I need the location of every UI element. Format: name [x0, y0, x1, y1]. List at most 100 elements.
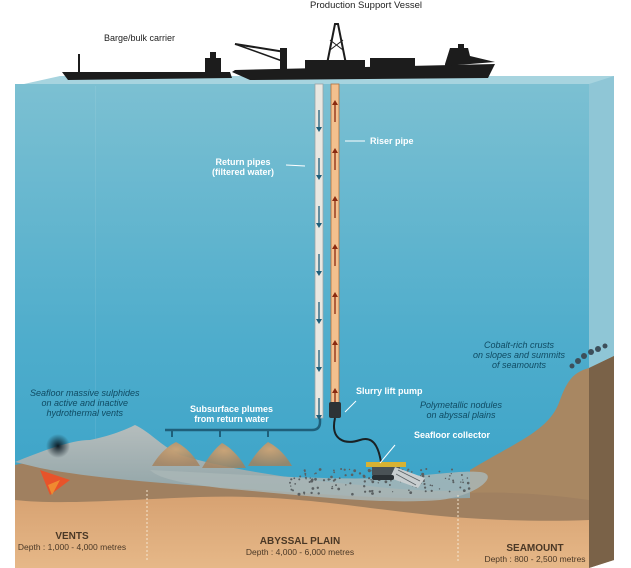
nodule	[420, 469, 423, 472]
up-arrow-head	[332, 196, 338, 201]
nodule	[348, 468, 351, 471]
sulphides-label: Seafloor massive sulphides on active and…	[30, 388, 140, 418]
nodule	[377, 482, 379, 484]
up-arrow-head	[332, 244, 338, 249]
zone-abyssal-depth: Depth : 4,000 - 6,000 metres	[245, 547, 355, 557]
nodule	[424, 486, 427, 489]
nodule	[298, 478, 301, 481]
nodule	[292, 489, 294, 492]
nodule	[334, 478, 337, 481]
nodules-line1: Polymetallic nodules	[420, 400, 503, 410]
nodule	[290, 478, 293, 481]
zone-abyssal-plain: ABYSSAL PLAIN Depth : 4,000 - 6,000 metr…	[225, 536, 375, 557]
nodule	[333, 469, 335, 472]
nodule	[462, 479, 464, 481]
nodule	[344, 474, 347, 477]
nodule	[407, 468, 410, 471]
nodule	[353, 469, 357, 473]
nodule	[438, 470, 441, 473]
nodules-line2: on abyssal plains	[426, 410, 496, 420]
ocean-side-face	[589, 76, 614, 372]
nodule	[337, 487, 341, 491]
subsurface-plumes	[152, 442, 292, 468]
down-arrow-head	[316, 223, 322, 228]
barge-label: Barge/bulk carrier	[104, 33, 176, 43]
nodule	[423, 482, 426, 486]
nodule	[338, 477, 341, 480]
nodule	[358, 472, 362, 475]
up-arrow-head	[332, 292, 338, 297]
zone-vents-title: VENTS	[55, 531, 89, 542]
nodule	[467, 487, 471, 490]
nodule	[411, 471, 413, 473]
vent-glow	[48, 480, 60, 495]
nodule	[318, 468, 322, 471]
nodule	[390, 479, 392, 482]
seamount-side	[589, 356, 614, 568]
nodule	[330, 475, 333, 479]
zone-vents-depth: Depth : 1,000 - 4,000 metres	[17, 542, 127, 552]
return-flow-arrows	[316, 110, 322, 420]
nodule	[343, 468, 346, 471]
flexible-hose	[333, 417, 383, 471]
water-shade	[95, 86, 96, 466]
nodule	[308, 481, 311, 483]
nodule	[329, 478, 331, 480]
seafloor-collector	[366, 462, 425, 488]
nodule	[351, 492, 354, 496]
nodule	[408, 489, 410, 492]
nodule	[317, 492, 320, 495]
nodule	[448, 478, 450, 480]
nodule	[349, 482, 352, 485]
seafloor-collector-label: Seafloor collector	[414, 430, 491, 440]
nodule	[388, 484, 391, 486]
nodule	[368, 477, 371, 480]
return-pipes-label-line1: Return pipes	[215, 157, 271, 167]
nodule	[462, 481, 464, 484]
crusts-line2: on slopes and summits	[473, 350, 566, 360]
nodule	[459, 486, 462, 489]
nodule	[305, 478, 307, 480]
nodule	[293, 477, 296, 480]
nodule	[428, 475, 430, 478]
nodule	[425, 468, 428, 470]
nodule	[333, 471, 336, 474]
down-arrow-head	[316, 271, 322, 276]
nodule	[450, 473, 452, 475]
nodule	[345, 484, 347, 486]
nodule	[452, 481, 455, 484]
nodule	[363, 480, 366, 483]
nodule	[314, 477, 317, 481]
zone-seamount: SEAMOUNT Depth : 800 - 2,500 metres	[470, 543, 600, 564]
slurry-lift-pump	[329, 402, 341, 418]
nodule	[311, 487, 315, 490]
nodule	[438, 488, 441, 490]
nodule	[304, 472, 307, 475]
nodule	[448, 490, 451, 493]
crusts-line1: Cobalt-rich crusts	[484, 340, 555, 350]
nodule	[370, 479, 372, 481]
crusts-line3: of seamounts	[492, 360, 547, 370]
nodule	[289, 481, 291, 484]
zone-seamount-title: SEAMOUNT	[506, 543, 564, 554]
zone-abyssal-title: ABYSSAL PLAIN	[259, 536, 341, 547]
production-vessel-label: Production Support Vessel	[310, 0, 422, 11]
ocean-water	[15, 84, 589, 504]
nodule	[419, 475, 422, 477]
nodule	[372, 490, 374, 492]
sediment-layer	[15, 496, 589, 568]
nodule	[309, 477, 311, 479]
crusts-label: Cobalt-rich crusts on slopes and summits…	[473, 340, 565, 370]
nodule	[290, 488, 293, 491]
nodule	[371, 492, 374, 495]
nodule	[335, 484, 337, 487]
nodule	[449, 475, 451, 477]
nodule	[304, 476, 307, 479]
nodule	[331, 487, 333, 490]
riser-pipe-label: Riser pipe	[370, 136, 414, 146]
nodule	[424, 490, 427, 493]
nodule	[409, 491, 413, 494]
nodule	[340, 468, 343, 470]
nodule	[460, 481, 462, 483]
nodule	[327, 478, 330, 481]
